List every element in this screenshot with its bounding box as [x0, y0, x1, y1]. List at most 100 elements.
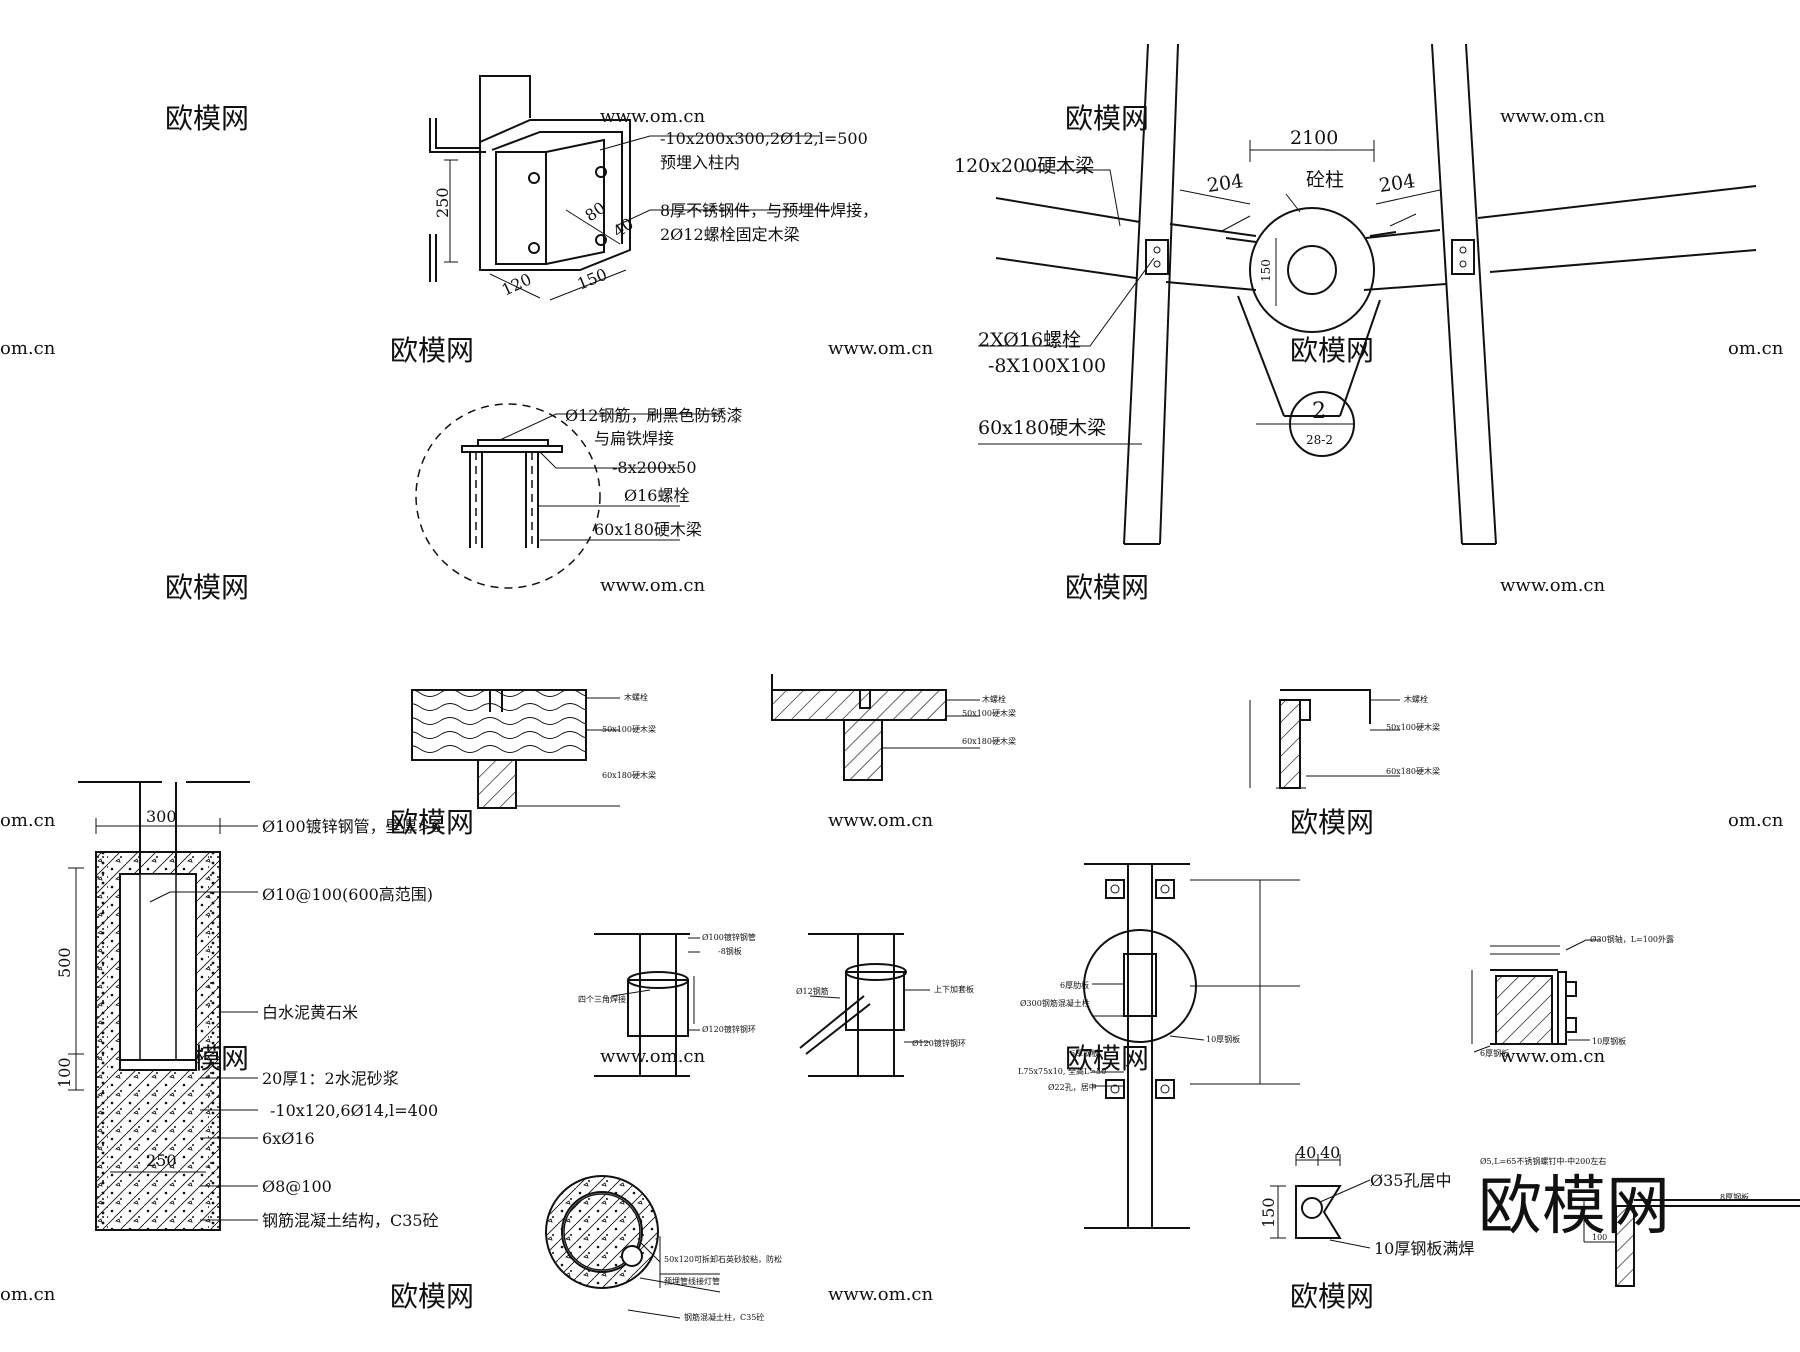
svg-text:om.cn: om.cn — [0, 338, 56, 359]
svg-text:www.om.cn: www.om.cn — [828, 1284, 934, 1305]
svg-text:60x180硬木梁: 60x180硬木梁 — [602, 770, 656, 780]
svg-text:欧模网: 欧模网 — [1290, 334, 1374, 367]
svg-text:预埋管线接灯管: 预埋管线接灯管 — [664, 1276, 720, 1286]
svg-text:40: 40 — [1296, 1143, 1316, 1162]
svg-text:上下加套板: 上下加套板 — [934, 984, 974, 994]
svg-text:Ø12钢筋，刷黑色防锈漆: Ø12钢筋，刷黑色防锈漆 — [565, 406, 742, 425]
svg-text:8厚钢板: 8厚钢板 — [1720, 1192, 1749, 1202]
svg-text:-8x200x50: -8x200x50 — [612, 458, 697, 477]
svg-text:500: 500 — [55, 947, 74, 978]
svg-text:2Ø12螺栓固定木梁: 2Ø12螺栓固定木梁 — [660, 225, 800, 244]
svg-text:150: 150 — [1259, 1197, 1278, 1228]
svg-text:欧模网: 欧模网 — [165, 102, 249, 135]
svg-text:300: 300 — [146, 807, 177, 826]
svg-text:om.cn: om.cn — [1728, 338, 1784, 359]
svg-text:欧模网: 欧模网 — [390, 1280, 474, 1313]
svg-text:预埋入柱内: 预埋入柱内 — [660, 153, 740, 172]
svg-text:钢筋混凝土结构，C35砼: 钢筋混凝土结构，C35砼 — [262, 1211, 439, 1230]
svg-text:6xØ16: 6xØ16 — [262, 1129, 315, 1148]
svg-text:木螺栓: 木螺栓 — [982, 694, 1006, 704]
svg-text:-8钢板: -8钢板 — [718, 946, 742, 956]
svg-text:Ø5,L=65不锈钢螺钉中-中200左右: Ø5,L=65不锈钢螺钉中-中200左右 — [1480, 1156, 1606, 1166]
svg-text:欧模网: 欧模网 — [1065, 1042, 1149, 1075]
svg-text:50x100硬木梁: 50x100硬木梁 — [602, 724, 656, 734]
svg-text:-10x120,6Ø14,l=400: -10x120,6Ø14,l=400 — [270, 1101, 438, 1120]
svg-text:Ø30钢轴，L=100外露: Ø30钢轴，L=100外露 — [1590, 934, 1674, 944]
svg-text:50x100硬木梁: 50x100硬木梁 — [1386, 722, 1440, 732]
svg-text:6厚钢板: 6厚钢板 — [1070, 1048, 1099, 1058]
round-section-detail: 50x120可拆卸石英砂胶粘，防松 预埋管线接灯管 钢筋混凝土柱，C35砼 — [545, 1175, 782, 1322]
svg-text:om.cn: om.cn — [0, 1284, 56, 1305]
svg-text:L75x75x10, 全高L=50: L75x75x10, 全高L=50 — [1018, 1066, 1106, 1076]
svg-text:2100: 2100 — [1290, 127, 1338, 149]
svg-text:50x100硬木梁: 50x100硬木梁 — [962, 708, 1016, 718]
svg-text:60x180硬木梁: 60x180硬木梁 — [594, 520, 702, 539]
svg-text:204: 204 — [1378, 170, 1417, 197]
svg-text:Ø12钢筋: Ø12钢筋 — [796, 986, 829, 996]
wood-section-1: 木螺栓 50x100硬木梁 60x180硬木梁 — [411, 689, 656, 809]
svg-text:欧模网: 欧模网 — [1290, 1280, 1374, 1313]
bracket-detail: 250 120 150 80 40 -10x200x300,2Ø12,l=500… — [429, 75, 878, 301]
svg-text:Ø120镀锌钢环: Ø120镀锌钢环 — [702, 1024, 756, 1034]
svg-text:欧模网: 欧模网 — [1290, 806, 1374, 839]
wood-section-2: 木螺栓 50x100硬木梁 60x180硬木梁 — [771, 674, 1016, 781]
svg-text:www.om.cn: www.om.cn — [1500, 1046, 1606, 1067]
svg-text:204: 204 — [1206, 170, 1245, 197]
collar-detail-1: Ø100镀锌钢管 -8钢板 四个三角焊接 Ø120镀锌钢环 — [578, 932, 756, 1077]
brand-watermark: 欧模网 — [1478, 1170, 1670, 1244]
svg-text:250: 250 — [433, 187, 452, 218]
circle-bolt-detail: Ø12钢筋，刷黑色防锈漆 与扁铁焊接 -8x200x50 Ø16螺栓 60x18… — [415, 403, 742, 589]
svg-text:砼柱: 砼柱 — [1306, 169, 1344, 191]
svg-text:木螺栓: 木螺栓 — [1404, 694, 1428, 704]
svg-text:欧模网: 欧模网 — [165, 571, 249, 604]
svg-text:om.cn: om.cn — [0, 810, 56, 831]
svg-text:Ø100镀锌钢管: Ø100镀锌钢管 — [702, 932, 756, 942]
svg-text:-8X100X100: -8X100X100 — [988, 355, 1106, 377]
svg-text:40: 40 — [1320, 1143, 1340, 1162]
right-steel-detail: Ø30钢轴，L=100外露 6厚钢板 10厚钢板 — [1471, 934, 1674, 1058]
svg-text:20厚1：2水泥砂浆: 20厚1：2水泥砂浆 — [262, 1069, 399, 1088]
svg-text:100: 100 — [1592, 1233, 1607, 1242]
svg-text:Ø100镀锌钢管，壁厚>6: Ø100镀锌钢管，壁厚>6 — [262, 817, 441, 836]
watermark-layer: 欧模网 www.om.cn 欧模网 www.om.cn om.cn 欧模网 ww… — [0, 102, 1784, 1313]
svg-text:10厚钢板: 10厚钢板 — [1206, 1034, 1240, 1044]
svg-text:Ø22孔，居中: Ø22孔，居中 — [1048, 1082, 1097, 1092]
svg-text:2: 2 — [1312, 399, 1326, 424]
svg-text:-10x200x300,2Ø12,l=500: -10x200x300,2Ø12,l=500 — [660, 129, 868, 148]
pile-section: 300 Ø100镀锌钢管，壁厚>6 Ø10@100(600高范围) 500 白水… — [55, 781, 441, 1231]
svg-text:10厚钢板: 10厚钢板 — [1592, 1036, 1626, 1046]
svg-text:250: 250 — [146, 1151, 177, 1170]
svg-text:白水泥黄石米: 白水泥黄石米 — [262, 1003, 358, 1022]
plate-detail: 40 40 150 Ø35孔居中 10厚钢板满焊 — [1259, 1143, 1474, 1258]
svg-text:Ø300钢筋混凝土柱: Ø300钢筋混凝土柱 — [1020, 998, 1090, 1008]
svg-text:www.om.cn: www.om.cn — [600, 1046, 706, 1067]
plan-detail: 2100 204 204 砼柱 150 120x200硬木梁 2XØ16螺栓 -… — [954, 43, 1757, 545]
svg-text:6厚肋板: 6厚肋板 — [1060, 980, 1089, 990]
svg-text:10厚钢板满焊: 10厚钢板满焊 — [1374, 1239, 1474, 1258]
svg-text:Ø8@100: Ø8@100 — [262, 1177, 332, 1196]
svg-text:www.om.cn: www.om.cn — [1500, 575, 1606, 596]
svg-text:Ø35孔居中: Ø35孔居中 — [1370, 1171, 1451, 1190]
svg-text:60x180硬木梁: 60x180硬木梁 — [978, 417, 1106, 439]
svg-text:om.cn: om.cn — [1728, 810, 1784, 831]
svg-text:60x180硬木梁: 60x180硬木梁 — [962, 736, 1016, 746]
svg-text:28-2: 28-2 — [1306, 433, 1333, 447]
svg-text:120: 120 — [499, 269, 535, 299]
svg-text:与扁铁焊接: 与扁铁焊接 — [594, 429, 674, 448]
steel-plan-detail: 6厚肋板 Ø300钢筋混凝土柱 6厚钢板 10厚钢板 L75x75x10, 全高… — [1018, 863, 1300, 1229]
svg-text:8厚不锈钢件，与预埋件焊接，: 8厚不锈钢件，与预埋件焊接， — [660, 201, 878, 220]
svg-text:www.om.cn: www.om.cn — [1500, 106, 1606, 127]
svg-text:Ø16螺栓: Ø16螺栓 — [624, 486, 689, 505]
svg-text:www.om.cn: www.om.cn — [600, 575, 706, 596]
svg-text:欧模网: 欧模网 — [1065, 571, 1149, 604]
svg-text:www.om.cn: www.om.cn — [828, 810, 934, 831]
svg-text:50x120可拆卸石英砂胶粘，防松: 50x120可拆卸石英砂胶粘，防松 — [664, 1254, 782, 1264]
svg-text:60x180硬木梁: 60x180硬木梁 — [1386, 766, 1440, 776]
svg-text:钢筋混凝土柱，C35砼: 钢筋混凝土柱，C35砼 — [684, 1312, 764, 1322]
svg-text:100: 100 — [55, 1057, 74, 1088]
svg-text:木螺栓: 木螺栓 — [624, 692, 648, 702]
svg-text:6厚钢板: 6厚钢板 — [1480, 1048, 1509, 1058]
svg-text:四个三角焊接: 四个三角焊接 — [578, 994, 626, 1004]
svg-text:欧模网: 欧模网 — [1065, 102, 1149, 135]
collar-detail-2: Ø12钢筋 上下加套板 Ø120镀锌钢环 — [796, 933, 974, 1077]
